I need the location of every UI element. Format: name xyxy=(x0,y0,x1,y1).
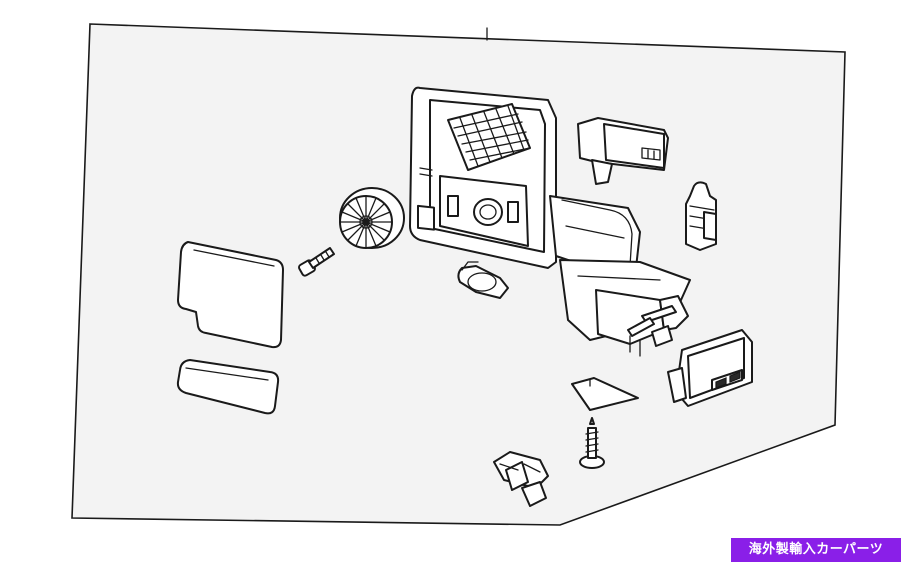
mirror-glass-part xyxy=(177,241,284,349)
turn-signal-lamp-part xyxy=(577,117,669,185)
wiring-connector-part xyxy=(685,181,717,251)
blind-spot-glass-part xyxy=(176,359,280,415)
control-module-part xyxy=(667,329,753,407)
cover-plate-part xyxy=(571,377,639,411)
power-motor-part xyxy=(339,187,405,249)
screw-part xyxy=(579,417,605,469)
harness-connector-part xyxy=(493,451,549,507)
mounting-bolt-part xyxy=(298,247,335,277)
mounting-arm-part xyxy=(549,195,691,357)
watermark-badge: 海外製輸入カーパーツ xyxy=(731,538,901,562)
retaining-clip-part xyxy=(457,261,509,299)
mirror-housing-frame-part xyxy=(409,86,557,269)
